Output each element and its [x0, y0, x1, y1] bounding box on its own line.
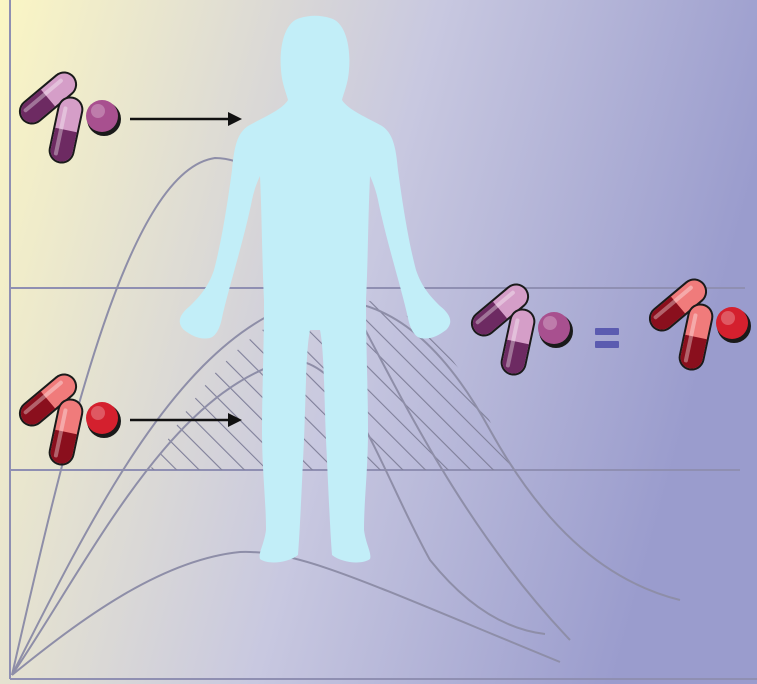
- diagram-canvas: [0, 0, 757, 684]
- bioequivalence-diagram: [0, 0, 757, 684]
